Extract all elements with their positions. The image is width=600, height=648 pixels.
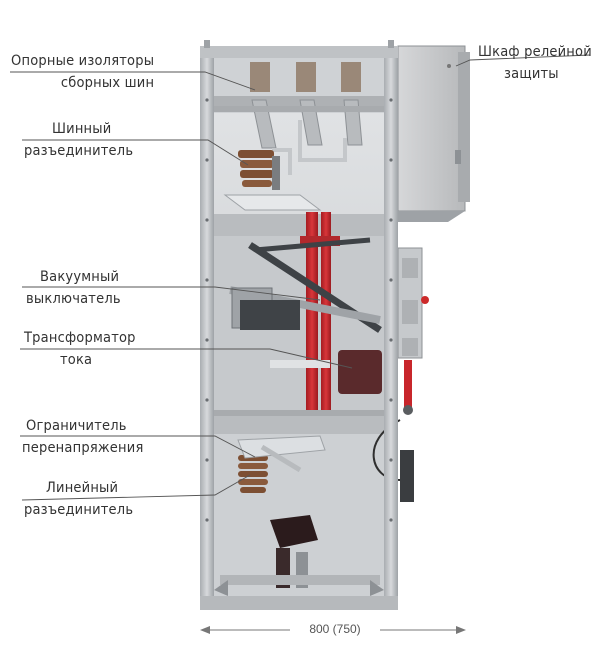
label-bus-disconnector: Шинный разъединитель [24, 118, 133, 162]
cabinet-frame [200, 40, 398, 610]
label-bus-disconnector-line1: Шинный [52, 121, 112, 137]
label-bus-disconnector-line2: разъединитель [24, 143, 134, 159]
relay-cabinet [397, 45, 470, 222]
label-busbar-insulators: Опорные изоляторы сборных шин [11, 50, 154, 94]
leader-bus-disconnector [22, 139, 249, 166]
label-relay-cabinet-line1: Шкаф релейной [478, 44, 592, 60]
label-line-disconnector: Линейный разъединитель [24, 477, 133, 521]
width-dimension-label: 800 (750) [290, 622, 380, 636]
label-vacuum-breaker-line2: выключатель [26, 291, 121, 307]
leader-surge-arrester [20, 435, 256, 458]
label-surge-arrester-line1: Ограничитель [26, 418, 127, 434]
label-vacuum-breaker: Вакуумный выключатель [26, 266, 121, 310]
label-current-transformer: Трансформатор тока [24, 327, 136, 371]
leader-busbar-insulators [10, 71, 256, 91]
label-vacuum-breaker-line1: Вакуумный [40, 269, 120, 285]
label-relay-cabinet: Шкаф релейной защиты [478, 41, 592, 85]
leader-relay-cabinet [455, 54, 591, 67]
leader-line-disconnector [21, 474, 251, 501]
leader-vacuum-breaker [22, 286, 321, 301]
label-line-disconnector-line2: разъединитель [24, 502, 134, 518]
leader-current-transformer [20, 348, 353, 369]
label-busbar-insulators-line2: сборных шин [60, 75, 155, 91]
label-current-transformer-line2: тока [60, 352, 93, 368]
label-busbar-insulators-line1: Опорные изоляторы [11, 53, 155, 69]
label-relay-cabinet-line2: защиты [504, 66, 559, 82]
label-surge-arrester: Ограничитель перенапряжения [22, 415, 144, 459]
cable-compartment [214, 416, 414, 600]
label-line-disconnector-line1: Линейный [46, 480, 119, 496]
breaker-compartment [214, 212, 429, 416]
bus-disconnector [223, 150, 322, 211]
label-surge-arrester-line2: перенапряжения [22, 440, 144, 456]
label-current-transformer-line1: Трансформатор [24, 330, 136, 346]
